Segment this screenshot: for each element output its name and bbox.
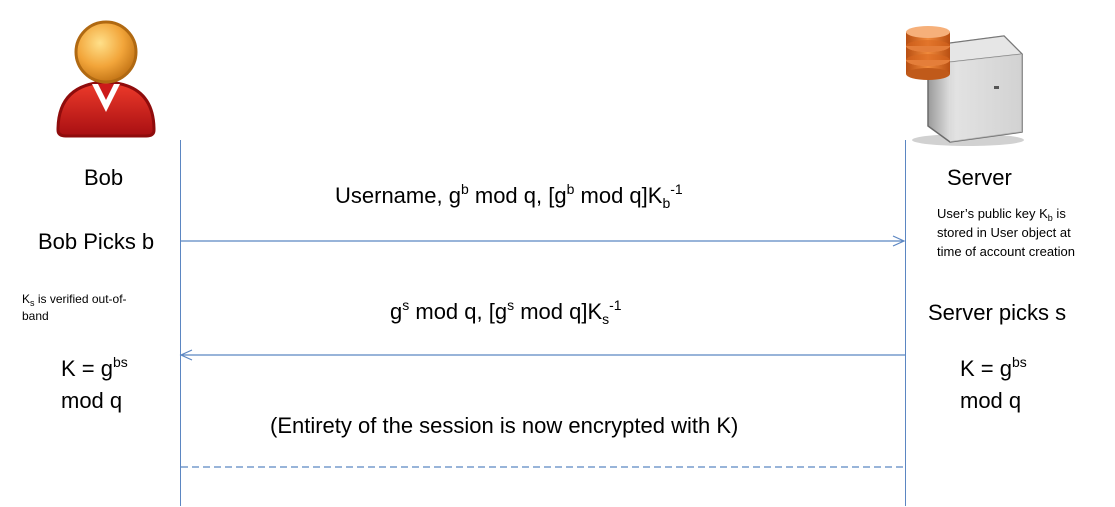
server-label: Server — [947, 165, 1012, 190]
message-3: (Entirety of the session is now encrypte… — [270, 413, 739, 438]
server-public-key-note: User’s public key Kb is stored in User o… — [937, 206, 1076, 259]
bob-lifeline — [180, 140, 181, 506]
message-1: Username, gb mod q, [gb mod q]Kb-1 — [335, 181, 683, 211]
arrow-head-left — [179, 349, 193, 361]
server-picks-label: Server picks s — [928, 300, 1067, 325]
server-session-key: K = gbs mod q — [960, 354, 1027, 413]
arrow-head-right — [892, 235, 906, 247]
bob-picks-label: Bob Picks b — [38, 229, 155, 254]
user-icon — [56, 20, 156, 138]
message-2: gs mod q, [gs mod q]Ks-1 — [390, 297, 622, 327]
bob-verification-note: Ks is verified out-of- band — [22, 292, 127, 323]
server-database-icon — [906, 26, 1024, 146]
server-lifeline — [905, 140, 906, 506]
bob-session-key: K = gbs mod q — [61, 354, 128, 413]
bob-label: Bob — [84, 165, 124, 190]
